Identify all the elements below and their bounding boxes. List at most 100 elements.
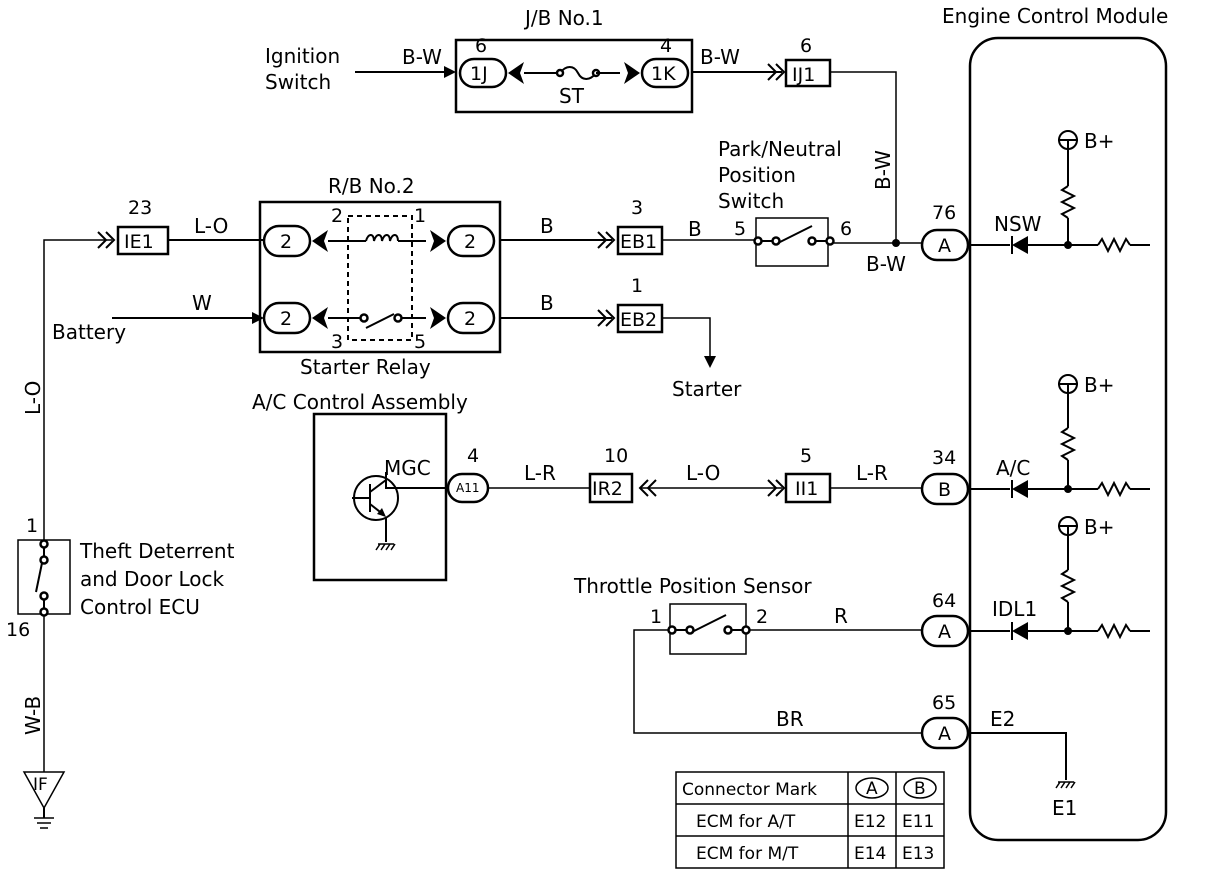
tps-title: Throttle Position Sensor	[573, 574, 812, 598]
rb2-pin-upper-right	[446, 224, 496, 258]
bplus-1: B+	[1084, 129, 1114, 153]
jb1-pin-1k	[640, 57, 690, 89]
wire-b3: B	[540, 291, 554, 315]
ecm-e2-label: E2	[990, 707, 1015, 731]
theft-label-3: Control ECU	[80, 595, 200, 619]
pin-76-conn: A	[938, 235, 951, 257]
jb1-pin-1j	[458, 57, 508, 89]
resistor-icon	[1097, 480, 1131, 498]
rb2-sw-left: 3	[331, 331, 343, 353]
connector-arrow-icon	[767, 63, 786, 81]
table-header-b-circle	[903, 777, 937, 799]
pin-65-conn: A	[938, 723, 951, 745]
pn-switch-contact	[777, 225, 813, 244]
resistor-icon	[1059, 569, 1077, 603]
jb1-title: J/B No.1	[523, 6, 604, 30]
wire-r: R	[834, 604, 848, 628]
arrow-icon	[252, 312, 264, 324]
wire-bw1: B-W	[402, 45, 442, 69]
ecm-e1-label: E1	[1052, 796, 1077, 820]
ii1-label: II1	[795, 478, 818, 500]
tps-switch-contact	[691, 614, 727, 633]
rb2-coil-right: 1	[414, 205, 426, 227]
starter-label: Starter	[672, 377, 742, 401]
diode-icon	[1012, 236, 1028, 254]
theft-label-1: Theft Deterrent	[79, 539, 235, 563]
pn-label-3: Switch	[718, 189, 784, 213]
pn-label-2: Position	[718, 163, 796, 187]
jb1-fuse: ST	[559, 84, 585, 108]
wire-lr1: L-R	[524, 461, 556, 485]
ac-control-assembly: A/C Control Assembly MGC 4 A11	[252, 390, 490, 582]
rb2-pin-ur: 2	[464, 231, 476, 253]
wire-lr2: L-R	[856, 461, 888, 485]
eb1-num: 3	[631, 197, 643, 219]
ground-icon	[375, 543, 396, 551]
connector-ij1	[784, 58, 832, 88]
park-neutral-switch: Park/Neutral Position Switch 5 6 B-W	[718, 137, 922, 276]
ecm-pin-34-ac: 34 B B+ A/C	[920, 373, 1150, 506]
connector-table: Connector Mark A B ECM for A/T E12 E11 E…	[675, 771, 945, 869]
pn-pin-left: 5	[734, 218, 746, 240]
jb1-box	[454, 38, 694, 114]
jb1-pin-left-num: 6	[475, 35, 487, 57]
table-row1-label: ECM for A/T	[696, 812, 796, 832]
bplus-3: B+	[1084, 515, 1114, 539]
theft-switch-contact	[35, 562, 43, 593]
ignition-switch-label-2: Switch	[265, 70, 331, 94]
ignition-switch-label-1: Ignition	[265, 44, 340, 68]
ii1-num: 5	[800, 445, 812, 467]
connector-icon	[624, 62, 640, 84]
ie1-connector-group: 23 IE1 L-O L-O	[21, 197, 264, 540]
pin-64-num: 64	[932, 590, 956, 612]
connector-icon	[508, 62, 524, 84]
table-header-mark: Connector Mark	[682, 780, 817, 800]
eb2-label: EB2	[620, 309, 657, 331]
bplus-2: B+	[1084, 373, 1114, 397]
rb2-title: R/B No.2	[328, 174, 415, 198]
diode-icon	[1012, 480, 1028, 498]
ground-if-label: IF	[33, 775, 48, 795]
ie1-num: 23	[128, 197, 152, 219]
ir2-num: 10	[604, 445, 628, 467]
arrow-icon	[704, 356, 716, 368]
connector-icon	[430, 307, 446, 329]
eb1-label: EB1	[620, 231, 657, 253]
ij1-num: 6	[800, 35, 812, 57]
tps-pin-left: 1	[650, 606, 662, 628]
theft-deterrent-ecu: 1 16 Theft Deterrent and Door Lock Contr…	[6, 515, 235, 829]
ecm-title: Engine Control Module	[942, 4, 1168, 28]
jb1-pin-left: 1J	[470, 63, 488, 85]
wire-lo2: L-O	[21, 381, 45, 415]
battery-feed: Battery W	[52, 291, 264, 344]
ir2-label: IR2	[592, 478, 623, 500]
connector-ii1	[784, 472, 832, 504]
rb2-pin-ll: 2	[280, 308, 292, 330]
theft-pin-top: 1	[26, 515, 38, 537]
theft-pin-bottom: 16	[6, 619, 30, 641]
table-row1-b: E11	[902, 812, 934, 832]
table-row2-a: E14	[854, 844, 886, 864]
rb2-box	[258, 200, 502, 354]
relay-switch-contact	[365, 313, 395, 329]
wire-wb: W-B	[21, 696, 45, 735]
connector-icon	[312, 230, 328, 252]
ecm-pin-65-e2: 65 A E2 E1	[920, 692, 1077, 820]
ac-signal-path: L-R 10 IR2 L-O 5 II1 L-R	[488, 445, 924, 504]
eb1-path: B 3 EB1 B	[500, 197, 754, 256]
connector-icon	[430, 230, 446, 252]
ecm-pin-64-idl1: 64 A B+ IDL1	[920, 515, 1150, 648]
engine-control-module: Engine Control Module	[942, 4, 1168, 842]
table-header-b: B	[914, 779, 926, 799]
eb2-num: 1	[631, 275, 643, 297]
connector-arrow-icon	[597, 231, 616, 249]
connector-ir2	[588, 472, 634, 504]
table-row2-b: E13	[902, 844, 934, 864]
wire-br: BR	[776, 707, 804, 731]
junction-block-1: J/B No.1 Ignition Switch B-W 6 1J ST 4 1…	[265, 6, 897, 243]
ecm-outline	[968, 36, 1168, 842]
connector-arrow-icon	[767, 479, 786, 497]
relay-block-2: R/B No.2 Starter Relay 2 2 2 1 2 2 3 5	[258, 174, 502, 379]
rb2-pin-lower-right	[446, 301, 496, 335]
